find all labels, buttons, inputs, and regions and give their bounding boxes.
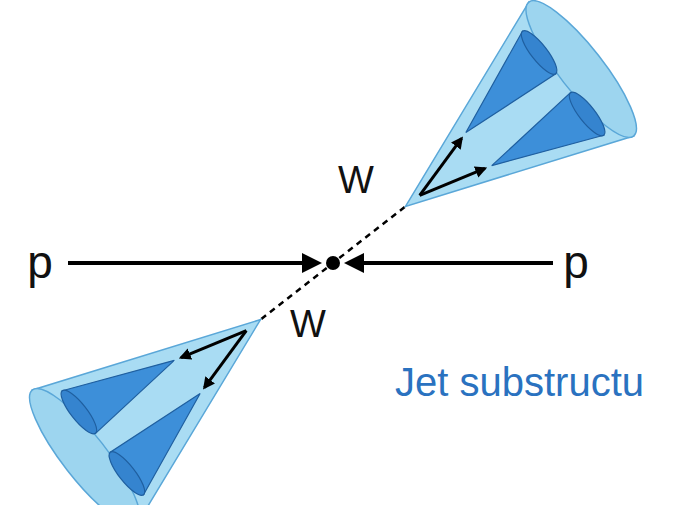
subjet-cone-cap	[104, 447, 150, 499]
caption-text: Jet substructu	[395, 362, 644, 402]
subjet-cone-cap	[516, 26, 562, 78]
jet-cone-group	[287, 0, 651, 325]
jet-cone	[353, 2, 633, 273]
subjet-cone-cap	[56, 386, 102, 438]
interaction-point	[326, 256, 340, 270]
particle-label: p	[563, 239, 589, 285]
quark-arrow	[420, 153, 485, 210]
particle-label: p	[27, 239, 53, 285]
particle-label: W	[290, 305, 326, 343]
particle-label: W	[338, 161, 374, 199]
subjet-cone-cap	[564, 88, 610, 140]
jet-cone-group	[15, 201, 379, 505]
proton-beam-arrow	[68, 261, 318, 265]
quark-arrow	[181, 316, 246, 373]
proton-beam-arrow	[348, 261, 553, 265]
